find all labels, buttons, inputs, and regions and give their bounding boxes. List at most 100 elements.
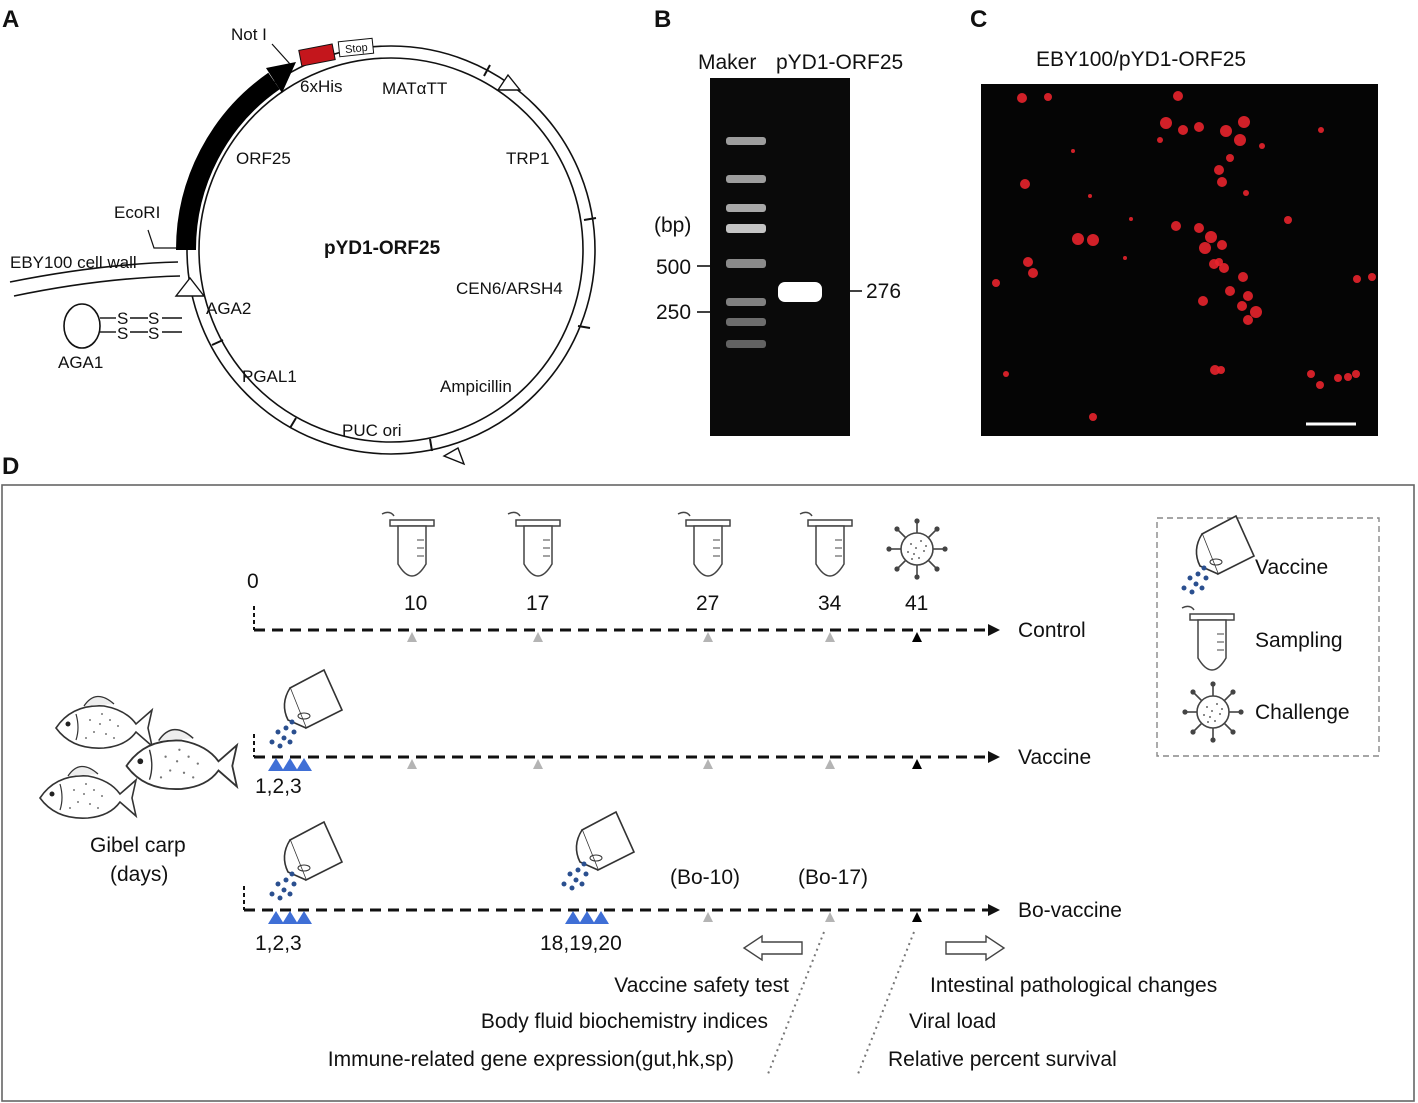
- fluorescent-cell: [1307, 370, 1315, 378]
- outcome-left-2: Body fluid biochemistry indices: [481, 1010, 768, 1033]
- label-orf25: ORF25: [236, 149, 291, 168]
- fluorescent-cell: [1238, 116, 1250, 128]
- fluorescent-cell: [1178, 125, 1188, 135]
- vaccine-bag-icon-3: [560, 811, 635, 892]
- fluorescent-cell: [1071, 149, 1075, 153]
- day-41: 41: [905, 592, 928, 615]
- fluorescent-cell: [1088, 194, 1092, 198]
- outcome-left-3: Immune-related gene expression(gut,hk,sp…: [328, 1048, 734, 1071]
- bovaccine-row: 1,2,3 18,19,20 (Bo-10) (Bo-17) Bo-vaccin…: [243, 811, 1122, 1075]
- fluorescent-cell: [1017, 93, 1027, 103]
- bo17-label: (Bo-17): [798, 866, 868, 889]
- fluorescent-cell: [1225, 286, 1235, 296]
- outcome-right-3: Relative percent survival: [888, 1048, 1117, 1071]
- vaccine-row: 1,2,3 Vaccine: [253, 669, 1091, 798]
- sample-band: [778, 282, 822, 302]
- row-label-control: Control: [1018, 619, 1086, 642]
- marker-250-label: 250: [656, 301, 691, 324]
- sampling-icon-10: [381, 511, 435, 577]
- fluorescent-cell: [1237, 301, 1247, 311]
- right-hollow-arrow: [945, 934, 1006, 962]
- panel-label-a: A: [2, 6, 19, 33]
- marker-ladder: [726, 137, 766, 348]
- fluorescent-cell: [1160, 117, 1172, 129]
- day-27: 27: [696, 592, 719, 615]
- fluorescent-cell: [1368, 273, 1376, 281]
- legend-sampling-icon: [1181, 605, 1235, 671]
- fluorescent-cell: [1072, 233, 1084, 245]
- fluorescent-cell: [1217, 366, 1225, 374]
- orf25-arrow: [175, 72, 280, 251]
- fluorescent-cell: [1234, 134, 1246, 146]
- label-aga1: AGA1: [58, 353, 103, 372]
- fluorescent-cell: [1318, 127, 1324, 133]
- fluorescent-cell: [1157, 137, 1163, 143]
- plasmid-map: Stop S S S S Not I: [9, 25, 597, 466]
- legend-vaccine-icon: [1180, 515, 1255, 596]
- microscopy-title: EBY100/pYD1-ORF25: [1036, 48, 1246, 71]
- aga1-ellipse: [63, 303, 101, 349]
- fluorescent-cell: [1353, 275, 1361, 283]
- fluorescent-cell: [1087, 234, 1099, 246]
- fluorescent-cell: [1171, 221, 1181, 231]
- outcome-right-2: Viral load: [909, 1010, 996, 1033]
- control-row: 0 10 17 27 34 41 Control: [247, 511, 1086, 642]
- row-label-bovaccine: Bo-vaccine: [1018, 899, 1122, 922]
- outcome-left-1: Vaccine safety test: [614, 974, 789, 997]
- challenge-icon-41: [885, 517, 949, 581]
- fluorescent-cell: [1284, 216, 1292, 224]
- fluorescent-cell: [1003, 371, 1009, 377]
- fluorescent-cell: [1243, 315, 1253, 325]
- day-0: 0: [247, 570, 259, 593]
- sulfur-3: S: [117, 324, 128, 343]
- legend-challenge-icon: [1181, 680, 1245, 744]
- panel-label-b: B: [654, 6, 671, 33]
- his-tag-block: [298, 43, 336, 67]
- gibel-carp-illustration: [39, 695, 238, 819]
- panel-label-d: D: [2, 453, 19, 480]
- label-ampicillin: Ampicillin: [440, 377, 512, 396]
- fluorescent-cell: [1123, 256, 1127, 260]
- fluorescent-cell: [1243, 190, 1249, 196]
- label-aga2: AGA2: [206, 299, 251, 318]
- day-10: 10: [404, 592, 427, 615]
- sampling-icon-34: [799, 511, 853, 577]
- fluorescent-cell: [1217, 177, 1227, 187]
- left-hollow-arrow: [742, 934, 803, 962]
- fluorescent-cell: [992, 279, 1000, 287]
- sulfur-4: S: [148, 324, 159, 343]
- fluorescent-cell: [1334, 374, 1342, 382]
- fluorescent-cell: [1089, 413, 1097, 421]
- microscopy-panel: EBY100/pYD1-ORF25: [981, 48, 1378, 436]
- panel-label-c: C: [970, 6, 987, 33]
- fluorescent-cell: [1220, 125, 1232, 137]
- gel-image: [710, 78, 850, 436]
- fish-label-2: (days): [110, 863, 168, 886]
- gel-lane-sample: pYD1-ORF25: [776, 51, 903, 74]
- sampling-icon-27: [677, 511, 731, 577]
- label-cell-wall: EBY100 cell wall: [10, 253, 137, 272]
- day-34: 34: [818, 592, 842, 615]
- label-not1: Not I: [231, 25, 267, 44]
- fluorescent-cell: [1259, 143, 1265, 149]
- fluorescent-cell: [1226, 154, 1234, 162]
- outcome-right-1: Intestinal pathological changes: [930, 974, 1217, 997]
- label-puc-ori: PUC ori: [342, 421, 402, 440]
- fluorescent-cell: [1129, 217, 1133, 221]
- bovaccine-days-181920: 18,19,20: [540, 932, 622, 955]
- sampling-icon-17: [507, 511, 561, 577]
- bovaccine-days-123: 1,2,3: [255, 932, 302, 955]
- fluorescent-cell: [1238, 272, 1248, 282]
- fluorescent-cells: [992, 91, 1376, 421]
- timeline-frame: [1, 484, 1415, 1102]
- stop-box: [337, 37, 375, 58]
- label-ecori: EcoRI: [114, 203, 160, 222]
- fluorescent-cell: [1199, 242, 1211, 254]
- fluorescent-cell: [1044, 93, 1052, 101]
- legend-vaccine: Vaccine: [1255, 556, 1328, 579]
- fluorescent-cell: [1198, 296, 1208, 306]
- sulfur-1: S: [117, 309, 128, 328]
- legend-sampling: Sampling: [1255, 629, 1343, 652]
- fluorescent-cell: [1215, 258, 1223, 266]
